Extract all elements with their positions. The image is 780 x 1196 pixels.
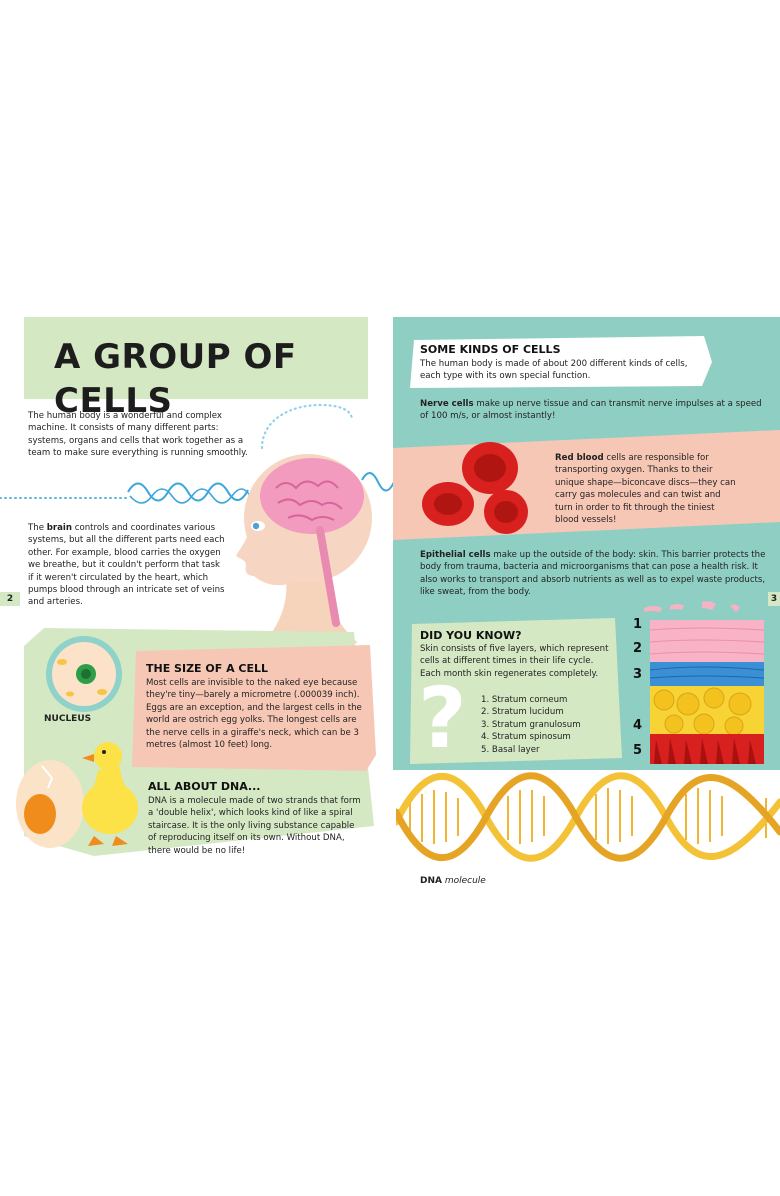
- page-number-right: 3: [768, 592, 780, 606]
- layer-number: 2: [633, 641, 643, 656]
- egg-duck-illustration: [16, 742, 138, 848]
- layer-item: 1. Stratum corneum: [481, 695, 568, 705]
- dna-text: DNA is a molecule made of two strands th…: [148, 796, 361, 856]
- did-you-know-title: DID YOU KNOW?: [420, 629, 522, 642]
- layer-item: 4. Stratum spinosum: [481, 732, 571, 743]
- layer-item: 2. Stratum lucidum: [481, 707, 564, 718]
- brain-text: The brain controls and coordinates vario…: [28, 522, 228, 609]
- title-panel: A GROUP OF CELLS: [24, 317, 368, 421]
- layer-number: 4: [633, 718, 643, 733]
- layer-item: 5. Basal layer: [481, 744, 540, 755]
- red-blood-cells-illustration: [422, 442, 528, 534]
- epithelial-text: Epithelial cells make up the outside of …: [420, 549, 770, 599]
- question-mark-icon: ?: [418, 669, 467, 767]
- page-number-left: 2: [0, 592, 20, 606]
- skin-layer-list: 1. Stratum corneum 2. Stratum lucidum 3.…: [481, 694, 611, 756]
- epithelial-keyword: Epithelial cells: [420, 550, 491, 560]
- cell-illustration: [46, 636, 122, 712]
- nerve-wave-decoration: [0, 403, 395, 504]
- nucleus-label: NUCLEUS: [44, 714, 92, 724]
- dna-title: ALL ABOUT DNA...: [148, 780, 261, 793]
- size-text: Most cells are invisible to the naked ey…: [146, 678, 362, 751]
- dna-helix-illustration: [396, 772, 780, 862]
- brain-body: controls and coordinates various systems…: [28, 523, 225, 608]
- layer-number: 1: [633, 617, 643, 632]
- dna-caption-italic: molecule: [444, 876, 486, 886]
- epithelial-body: make up the outside of the body: skin. T…: [420, 550, 766, 598]
- head-brain-illustration: [236, 454, 372, 643]
- layer-number: 3: [633, 667, 643, 682]
- red-blood-text: Red blood cells are responsible for tran…: [555, 452, 737, 526]
- red-blood-keyword: Red blood: [555, 453, 604, 463]
- size-panel-background: [132, 645, 376, 771]
- did-you-know-panel: [410, 618, 622, 764]
- dna-caption: DNA molecule: [420, 876, 486, 886]
- red-blood-body: cells are responsible for transporting o…: [555, 453, 736, 526]
- nerve-keyword: Nerve cells: [420, 399, 474, 409]
- nerve-body: make up nerve tissue and can transmit ne…: [420, 399, 762, 422]
- kinds-banner-background: [410, 336, 712, 388]
- kinds-text: The human body is made of about 200 diff…: [420, 359, 688, 382]
- dna-caption-bold: DNA: [420, 876, 442, 886]
- nerve-text: Nerve cells make up nerve tissue and can…: [420, 398, 770, 423]
- layer-item: 3. Stratum granulosum: [481, 719, 581, 730]
- did-you-know-text: Skin consists of five layers, which repr…: [420, 644, 609, 679]
- size-title: THE SIZE OF A CELL: [146, 662, 269, 675]
- layer-number: 5: [633, 743, 643, 758]
- brain-pre: The: [28, 523, 47, 533]
- intro-text: The human body is a wonderful and comple…: [28, 411, 248, 459]
- skin-layers-illustration: [644, 601, 765, 764]
- brain-keyword: brain: [46, 523, 72, 533]
- kinds-title: SOME KINDS OF CELLS: [420, 343, 561, 356]
- page-title: A GROUP OF CELLS: [54, 337, 297, 421]
